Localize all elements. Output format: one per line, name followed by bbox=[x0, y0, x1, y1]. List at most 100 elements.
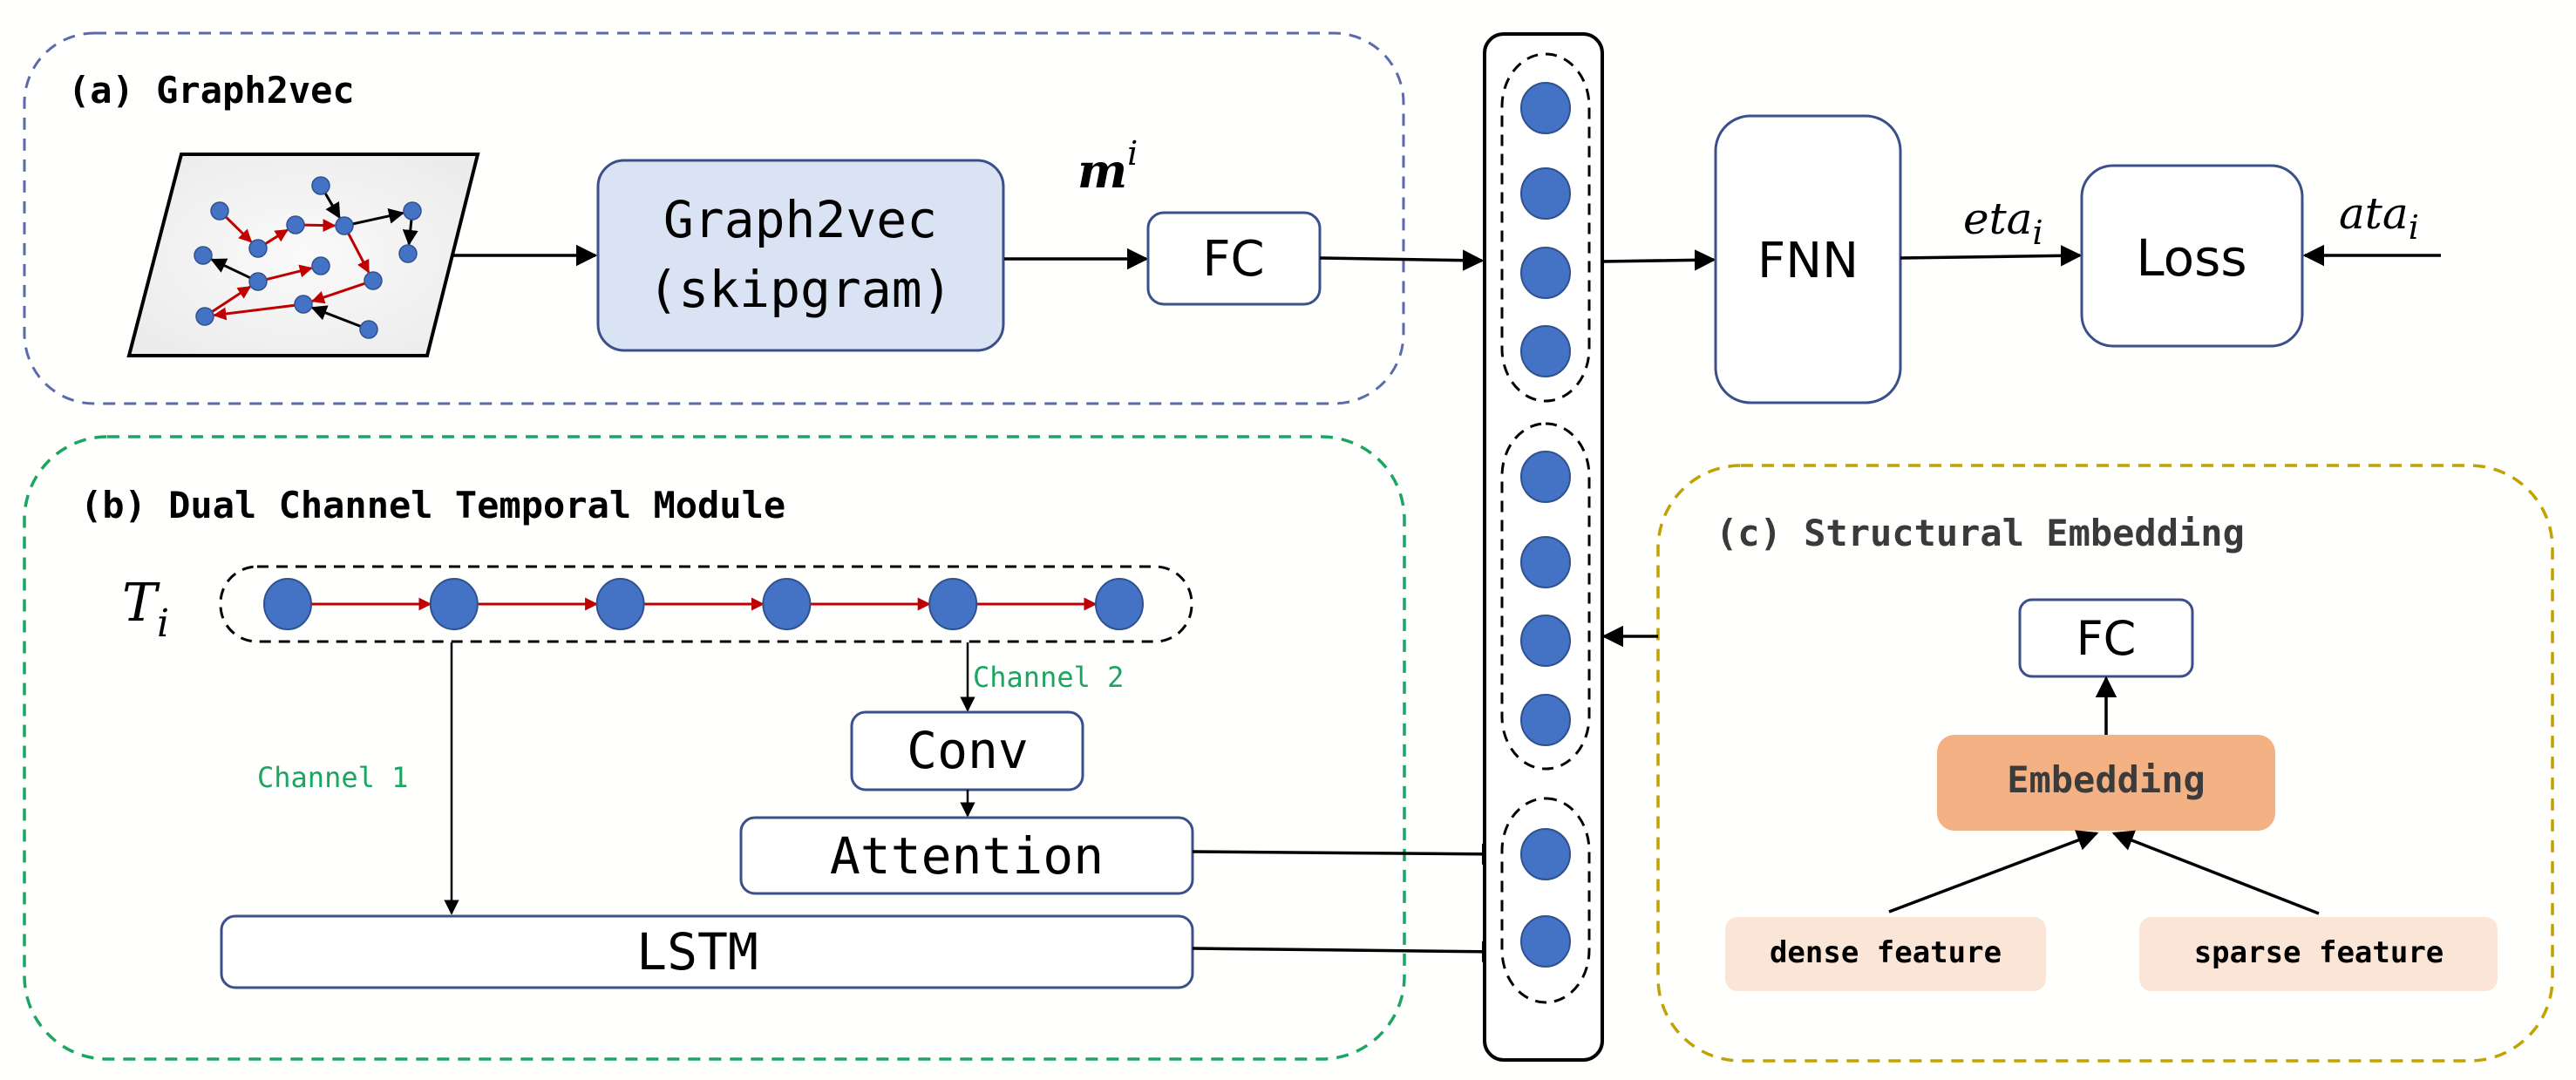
graph-node bbox=[210, 201, 229, 221]
graph-edge bbox=[311, 282, 366, 304]
vector-unit bbox=[1520, 247, 1571, 299]
fnn-box[interactable]: FNN bbox=[1714, 114, 1902, 404]
lstm-box[interactable]: LSTM bbox=[220, 914, 1194, 989]
target-label-subscript: i bbox=[2409, 208, 2419, 247]
fc-label-a: FC bbox=[1202, 231, 1264, 288]
dense-feature-box[interactable]: dense feature bbox=[1725, 917, 2046, 991]
embedding-label: Embedding bbox=[2007, 758, 2206, 801]
lstm-label: LSTM bbox=[636, 922, 758, 982]
embedding-box[interactable]: Embedding bbox=[1937, 735, 2275, 831]
graph-edge bbox=[402, 219, 418, 246]
graph-node bbox=[311, 176, 330, 195]
panel-b-border bbox=[23, 435, 1406, 1061]
lstm-to-vector-arrow bbox=[1192, 941, 1504, 963]
graph-edge bbox=[213, 303, 296, 321]
graph-plane bbox=[126, 153, 480, 357]
panel-c-title: (c) Structural Embedding bbox=[1716, 512, 2245, 554]
fnn-label: FNN bbox=[1757, 233, 1859, 289]
arrow-fc-to-vector bbox=[1319, 249, 1485, 271]
vector-unit bbox=[1520, 694, 1571, 746]
sequence-node bbox=[429, 578, 479, 630]
graph-edge bbox=[211, 285, 252, 313]
prediction-head: FNN etai Loss atai bbox=[1601, 114, 2441, 404]
sparse-feature-box[interactable]: sparse feature bbox=[2139, 917, 2498, 991]
vector-unit bbox=[1520, 915, 1571, 968]
loss-box[interactable]: Loss bbox=[2080, 164, 2304, 348]
dense-feature-label: dense feature bbox=[1770, 935, 2002, 970]
graph-edge bbox=[310, 305, 362, 328]
graph-node bbox=[286, 215, 305, 234]
sequence-node bbox=[928, 578, 978, 630]
graph2vec-label-line2: (skipgram) bbox=[648, 260, 952, 319]
graph2vec-box[interactable]: Graph2vec (skipgram) bbox=[596, 159, 1005, 352]
conv-label: Conv bbox=[907, 721, 1029, 780]
sequence-label-T: Ti bbox=[122, 573, 169, 646]
graph-illustration bbox=[126, 153, 480, 357]
dense-to-embedding-arrow bbox=[1888, 830, 2099, 914]
fc-box-a[interactable]: FC bbox=[1146, 211, 1322, 306]
loss-label: Loss bbox=[2136, 228, 2246, 288]
target-label-base: ata bbox=[2339, 188, 2409, 239]
panel-c-structural-embedding: (c) Structural Embedding FC Embedding de… bbox=[1601, 464, 2554, 1063]
vector-unit bbox=[1520, 615, 1571, 667]
panel-a-graph2vec: (a) Graph2vec Graph2vec (skipgram) mi FC bbox=[23, 31, 1485, 405]
target-label: atai bbox=[2339, 188, 2419, 247]
sequence-container bbox=[219, 565, 1193, 643]
attention-to-vector-arrow bbox=[1192, 843, 1504, 866]
graph-edge bbox=[352, 207, 405, 226]
graph-node bbox=[359, 320, 378, 339]
channel1-label: Channel 1 bbox=[257, 761, 408, 794]
graph-edge bbox=[323, 192, 341, 220]
prediction-label-base: eta bbox=[1963, 194, 2033, 244]
vector-unit bbox=[1520, 536, 1571, 588]
vector-label-base: m bbox=[1077, 143, 1127, 199]
vector-unit bbox=[1520, 451, 1571, 503]
vector-label-superscript: i bbox=[1127, 134, 1138, 173]
fnn-to-loss-arrow bbox=[1900, 245, 2083, 267]
fc-label-c: FC bbox=[2076, 611, 2137, 666]
panel-a-title: (a) Graph2vec bbox=[68, 69, 355, 112]
vector-unit bbox=[1520, 828, 1571, 880]
vector-unit bbox=[1520, 167, 1571, 220]
graph-node bbox=[311, 256, 330, 275]
graph-node bbox=[403, 201, 422, 221]
panel-a-border bbox=[23, 31, 1405, 405]
sequence-label-base: T bbox=[122, 573, 160, 634]
channel2-label: Channel 2 bbox=[973, 661, 1124, 694]
sequence-node bbox=[595, 578, 645, 630]
sequence-label-subscript: i bbox=[157, 601, 169, 646]
vector-group bbox=[1500, 52, 1591, 403]
vector-group bbox=[1500, 797, 1591, 1004]
graph-node bbox=[195, 307, 214, 326]
graph-node bbox=[194, 246, 213, 265]
sequence-node bbox=[1095, 578, 1144, 630]
graph-node bbox=[398, 244, 418, 263]
attention-label: Attention bbox=[830, 826, 1104, 886]
sequence-node bbox=[762, 578, 812, 630]
graph-edge bbox=[266, 264, 313, 282]
prediction-label-subscript: i bbox=[2033, 214, 2043, 252]
conv-box[interactable]: Conv bbox=[850, 710, 1084, 791]
graph-edge bbox=[225, 215, 253, 243]
vector-unit bbox=[1520, 82, 1571, 134]
graph-edge bbox=[210, 258, 251, 280]
concat-vector-column bbox=[1483, 32, 1604, 1062]
panel-c-border bbox=[1656, 464, 2554, 1063]
graph-edge bbox=[347, 233, 370, 274]
graph-node bbox=[248, 272, 268, 291]
graph2vec-label-line1: Graph2vec bbox=[663, 190, 937, 249]
graph-node bbox=[364, 271, 383, 290]
graph-edge bbox=[303, 219, 336, 233]
graph-edge bbox=[264, 228, 289, 245]
vector-group bbox=[1500, 422, 1591, 771]
panel-b-title: (b) Dual Channel Temporal Module bbox=[80, 484, 785, 526]
vector-unit bbox=[1520, 325, 1571, 377]
fc-box-c[interactable]: FC bbox=[2018, 598, 2194, 678]
vector-to-fnn-arrow bbox=[1601, 249, 1716, 271]
vector-label-m: mi bbox=[1077, 134, 1138, 199]
attention-box[interactable]: Attention bbox=[739, 816, 1194, 895]
prediction-label: etai bbox=[1963, 194, 2043, 252]
graph-node bbox=[248, 239, 268, 258]
